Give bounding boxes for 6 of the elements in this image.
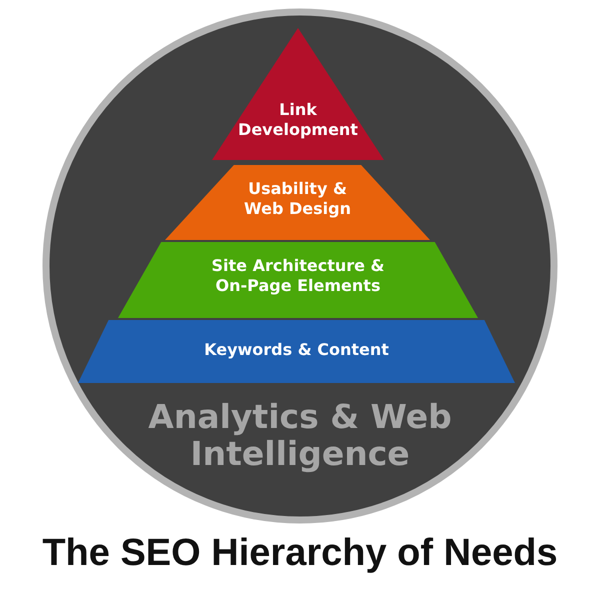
layer-label: Keywords & Content [203,340,390,360]
base-label: Analytics & Web Intelligence [147,398,453,472]
layer-label: Usability & Web Design [243,179,352,219]
layer-label: Site Architecture & On-Page Elements [210,256,386,296]
layer-label: Link Development [237,100,359,140]
title: The SEO Hierarchy of Needs [41,532,559,575]
